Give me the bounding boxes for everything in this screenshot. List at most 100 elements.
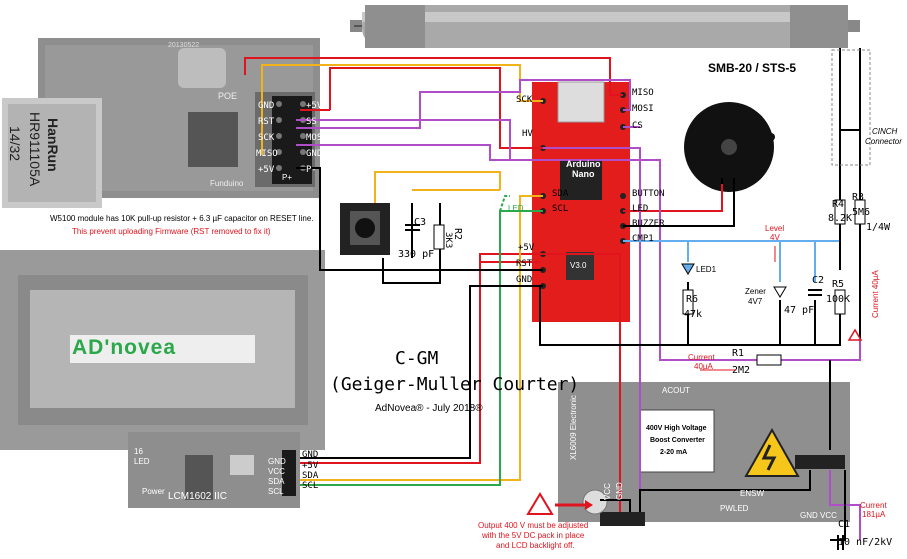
w5100-pin-r1: SS [306,117,317,127]
arduino-pin-r6: CMP1 [632,234,654,244]
w5100-pin-l4: +5V [258,165,275,175]
lcd-pin-3: SCL [268,487,284,496]
arduino-pin-l1: HV [522,129,533,139]
lcd-pin-1: VCC [268,467,285,476]
level-label-2: 4V [770,233,780,242]
hv-title-1: 400V High Voltage [646,425,707,432]
diagram-subtitle: (Geiger-Muller Courter) [330,374,580,395]
arduino-pin-r0: MISO [632,88,654,98]
hv-boost-module [558,382,850,526]
hv-warning-3: and LCD backlight off. [496,541,575,550]
adnovea-logo-box [70,335,255,363]
lcd-module-name: LCM1602 IIC [168,491,227,502]
hv-ensw: ENSW [740,489,764,498]
hv-brand: ACOUT [662,386,690,395]
hv-warning-1: Output 400 V must be adjusted [478,521,589,530]
r4-label: R4 [832,199,845,210]
arduino-pin-l4: +5V [518,243,535,253]
w5100-pcb-date: 20130522 [168,42,200,49]
r5-value: 100K [826,294,851,305]
cinch-label-2: Connector [865,137,902,146]
w5100-pin-l2: SCK [258,133,275,143]
buzzer [684,102,775,192]
w5100-pin-l0: GND [258,101,275,111]
cinch-connector-outline [831,49,871,166]
hv-gnd-vcc: GND VCC [800,511,837,520]
arduino-name-2: Nano [572,169,595,179]
cinch-label-1: CINCH [872,127,898,136]
r6-value: 47k [684,309,703,320]
hv-gnd: GND [615,482,624,500]
lcd-wire-3: SCL [302,481,319,491]
level-label-1: Level [765,224,785,233]
wiring [244,48,861,541]
arduino-version: V3.0 [570,261,587,270]
arduino-pin-l2: SDA [552,189,569,199]
components [405,199,866,550]
lcd-wire-2: SDA [302,471,319,481]
jack-part: HR911105A [27,112,43,187]
arduino-pin-r2: CS [632,121,643,131]
r3-label: R3 [852,192,865,203]
arduino-pin-l5: RST [516,259,533,269]
r6-label: R6 [686,294,699,305]
lcd-wire-1: +5V [302,461,319,471]
arduino-name-1: Arduino [566,159,601,169]
w5100-pin-r4: P- [306,165,317,175]
r1-current-1: Current [688,353,715,362]
push-button [340,203,390,255]
lcd-power-label: Power [142,487,165,496]
c2-label: C2 [812,275,825,286]
r2-label: R2 [452,228,463,241]
led1-label: LED1 [696,265,717,274]
w5100-note-2: This prevent uploading Firmware (RST rem… [72,227,271,236]
c1-current-2: 181µA [862,510,886,519]
w5100-pin-r3: GND [306,149,323,159]
arduino-nano [532,81,630,322]
hv-side: XL6009 Electronic [569,395,578,460]
r4-value: 8.2K [828,213,853,224]
w5100-pin-r0: +5V [306,101,323,111]
c1-label: C1 [838,519,851,530]
c1-value: 10 nF/2kV [838,537,893,548]
r1-label: R1 [732,348,745,359]
w5100-pin-l3: MISO [256,149,278,159]
arduino-pin-l0: SCK [516,95,533,105]
diagram-title: C-GM [395,348,439,369]
r5-label: R5 [832,279,845,290]
arduino-pin-r5: BUZZER [632,219,665,229]
lcd-logo: AD'novea [72,336,177,359]
current-right: Current 40µA [871,270,880,318]
hv-title-2: Boost Converter [650,437,705,444]
r1-current-2: 40µA [694,362,713,371]
r2-value: 3K3 [443,232,453,249]
w5100-tag-left: POE [218,91,238,101]
lcd-wire-0: GND [302,450,319,460]
c3-value: 330 pF [398,249,435,260]
hv-warning-2: with the 5V DC pack in place [482,531,585,540]
w5100-module [2,38,320,208]
lcd-pin16: 16 [134,447,143,456]
w5100-note-1: W5100 module has 10K pull-up resistor + … [50,214,314,223]
hv-title-3: 2-20 mA [660,449,688,456]
tube-label: SMB-20 / STS-5 [708,61,797,75]
diagram-credit: AdNovea® - July 2018® [375,403,483,414]
geiger-tube [350,5,860,48]
header-pins [276,101,306,171]
jack-brand: HanRun [45,118,61,172]
zener-label: Zener [745,287,766,296]
r3-value: 5M6 [852,207,871,218]
arduino-pin-r1: MOSI [632,104,654,114]
arduino-pin-l3: SCL [552,204,569,214]
zener-value: 4V7 [748,297,763,306]
hv-vcc: VCC [603,483,612,500]
r1-value: 2M2 [732,365,751,376]
arduino-pin-l6: GND [516,275,533,285]
w5100-pin-r2: MOSI [306,133,328,143]
r3-power: 1/4W [866,222,891,233]
w5100-brand: Funduino [210,179,244,188]
c2-value: 47 pF [784,305,815,316]
arduino-pin-r4: LED [632,204,649,214]
arduino-pin-r3: BUTTON [632,189,665,199]
